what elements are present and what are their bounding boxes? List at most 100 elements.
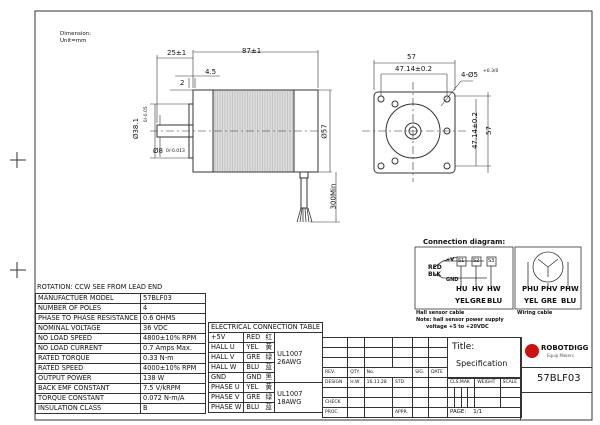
gnd-label: GND <box>446 277 459 283</box>
wire-color: YEL <box>243 342 264 353</box>
rev-header: REV. <box>321 367 349 378</box>
title-label: Title: <box>452 342 475 352</box>
sensor-s1: S1 <box>458 258 465 264</box>
unit-note: Unit=mm <box>60 38 87 44</box>
scale-label: SCALE <box>499 377 523 388</box>
connection-title: Connection diagram: <box>423 238 506 246</box>
wire-color-cn: 黄 <box>263 342 276 353</box>
spec-value: 0.7 Amps Max. <box>140 343 206 354</box>
wire-gauge: UL1007 26AWG <box>274 332 324 383</box>
spec-value: 4000±10% RPM <box>140 363 206 374</box>
qty-header: QTY. <box>347 367 365 378</box>
dim-holes-tol: +0.3/0 <box>483 69 499 74</box>
phase-u-color: YEL <box>524 297 539 305</box>
hall-u-label: HU <box>456 285 468 293</box>
wire-color: BLU <box>243 362 264 373</box>
power-note-2: voltage +5 to +20VDC <box>426 324 489 330</box>
spec-label: RATED TORQUE <box>35 353 141 364</box>
title-box: Title: Specification <box>447 337 522 379</box>
dim-pilot-tol: 0/-0.05 <box>143 106 149 123</box>
weight-label: WEIGHT <box>474 377 501 388</box>
hall-w-color: BLU <box>487 297 503 305</box>
dim-body-diameter: Ø57 <box>320 124 329 139</box>
no-header: No. <box>363 367 414 378</box>
phase-v-label: PHV <box>541 285 558 293</box>
proc-label: PROC. <box>321 407 349 418</box>
motor-front-view <box>362 60 491 182</box>
signal-name: +5V <box>207 332 245 343</box>
wire-color-cn: 红 <box>263 332 276 343</box>
spec-label: BACK EMF CONSTANT <box>35 383 141 394</box>
hall-u-color: YEL <box>455 297 470 305</box>
dim-shaft-tol: 0/-0.013 <box>166 149 185 154</box>
dim-4-5: 4.5 <box>205 68 217 76</box>
wire-color-cn: 绿 <box>263 352 276 363</box>
spec-value: 4 <box>140 303 206 314</box>
brand-tagline: Equip Makers <box>547 353 574 358</box>
phase-u-label: PHU <box>522 285 539 293</box>
part-number: 57BLF03 <box>537 373 581 384</box>
dim-hole-pitch: 47.14±0.2 <box>395 65 433 73</box>
spec-value: B <box>140 403 206 414</box>
spec-value: 57BLF03 <box>140 293 206 304</box>
page-label: PAGE: <box>450 409 467 415</box>
spec-label: RATED SPEED <box>35 363 141 374</box>
blk-label: BLK <box>428 271 442 278</box>
check-label: CHECK <box>321 397 349 408</box>
brand-name: ROBOTDIGG <box>541 344 589 352</box>
connection-diagram-lines <box>414 246 582 310</box>
phase-w-color: BLU <box>561 297 577 305</box>
signal-name: HALL U <box>207 342 245 353</box>
brand-logo: ROBOTDIGG Equip Makers <box>521 337 592 368</box>
spec-label: NOMINAL VOLTAGE <box>35 323 141 334</box>
wire-color-cn: 绿 <box>263 392 276 403</box>
dim-2: 2 <box>180 79 185 87</box>
gear-logo-icon <box>525 344 539 358</box>
power-note-1: Note: hall sensor power supply <box>416 317 504 323</box>
hall-w-label: HW <box>487 285 501 293</box>
spec-value: 0.33 N-m <box>140 353 206 364</box>
hall-v-color: GRE <box>470 297 486 305</box>
sensor-s3: S3 <box>488 258 495 264</box>
date-header: DATE <box>428 367 448 378</box>
spec-label: OUTPUT POWER <box>35 373 141 384</box>
wire-color: GRE <box>243 392 264 403</box>
red-label: RED <box>428 264 442 271</box>
appr-label: APPR. <box>391 407 414 418</box>
sig-header: SIG. <box>412 367 430 378</box>
dim-front-height: 57 <box>484 126 493 135</box>
dimension-note: Dimension: <box>60 31 92 37</box>
wire-color-cn: 黄 <box>263 382 276 393</box>
signal-name: PHASE W <box>207 402 245 413</box>
dim-vertical-pitch: 47.14±0.2 <box>471 111 480 150</box>
sheet-frame <box>34 10 593 421</box>
dim-front-width: 57 <box>407 53 416 61</box>
spec-label: PHASE TO PHASE RESISTANCE <box>35 313 141 324</box>
signal-name: HALL W <box>207 362 245 373</box>
spec-label: MANUFACTUER MODEL <box>35 293 141 304</box>
signal-name: HALL V <box>207 352 245 363</box>
spec-label: NUMBER OF POLES <box>35 303 141 314</box>
divider <box>520 337 521 420</box>
spec-value: 4800±10% RPM <box>140 333 206 344</box>
dim-holes: 4-Ø5 <box>461 71 478 79</box>
hall-v-label: HV <box>472 285 484 293</box>
wire-color-cn: 蓝 <box>263 402 276 413</box>
signal-name: PHASE U <box>207 382 245 393</box>
